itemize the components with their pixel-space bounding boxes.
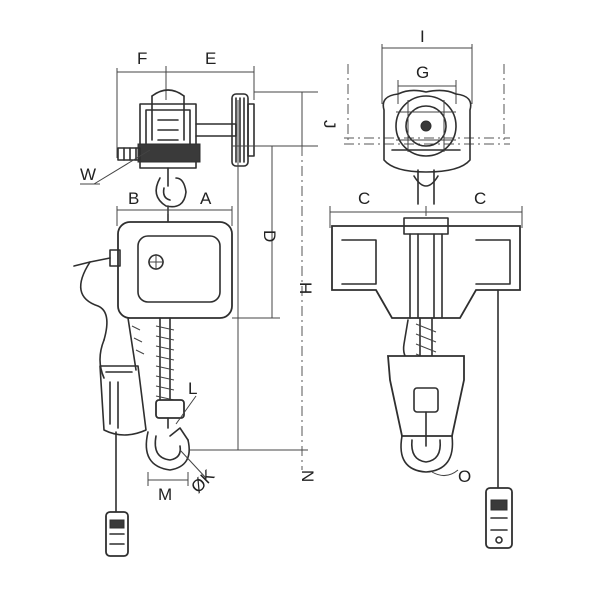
hook-block-front <box>387 355 465 473</box>
power-cable <box>73 257 111 379</box>
bottom-hook: L <box>145 379 197 471</box>
dim-B-A: B A <box>116 189 233 226</box>
dim-M-K-N: M ØK N <box>147 449 317 504</box>
dim-J: J <box>254 91 339 470</box>
chain-bag <box>99 365 147 436</box>
hoist-body-front <box>331 217 521 319</box>
label-G: G <box>416 63 429 82</box>
label-E: E <box>205 49 216 68</box>
pointer-W: W <box>80 149 151 185</box>
label-J: J <box>320 120 339 129</box>
label-K: ØK <box>187 466 218 497</box>
label-L: L <box>188 379 197 398</box>
front-view: I G <box>329 27 523 549</box>
load-chain <box>127 317 175 403</box>
trolley-front <box>382 89 472 173</box>
hoist-body <box>109 221 233 319</box>
label-H: H <box>296 282 315 294</box>
label-F: F <box>137 49 147 68</box>
label-N: N <box>298 470 317 482</box>
label-W: W <box>80 165 96 184</box>
label-A: A <box>200 189 212 208</box>
pointer-O: O <box>431 467 471 486</box>
dim-C: C C <box>329 189 523 228</box>
dim-D-H: D H <box>232 100 315 450</box>
label-C-right: C <box>474 189 486 208</box>
pendant-front <box>485 289 513 549</box>
side-view: F E J <box>73 49 339 557</box>
suspension-front <box>413 169 439 205</box>
label-O: O <box>458 467 471 486</box>
dim-I: I <box>381 27 473 104</box>
label-B: B <box>128 189 139 208</box>
beam-flange <box>344 64 510 145</box>
label-C-left: C <box>358 189 370 208</box>
dim-G: G <box>397 63 457 104</box>
top-hook <box>155 167 187 223</box>
dim-F-E: F E <box>116 49 255 158</box>
label-D: D <box>260 230 279 242</box>
trolley <box>117 89 255 169</box>
label-I: I <box>420 27 425 46</box>
pendant-side <box>105 431 129 557</box>
label-M: M <box>158 485 172 504</box>
